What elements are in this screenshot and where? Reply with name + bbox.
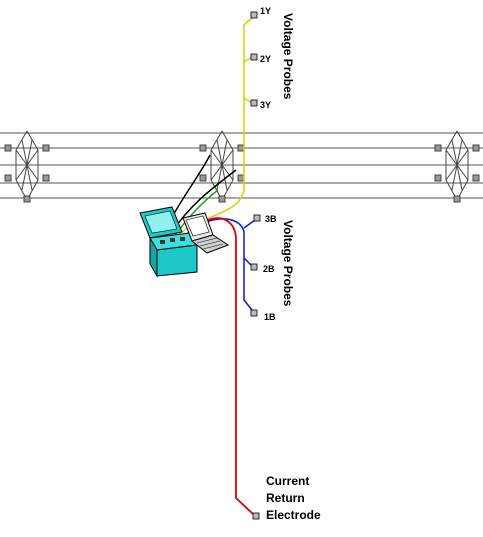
laptop: [182, 212, 230, 254]
yellow-lead: [177, 17, 253, 236]
current-label-line1: Current: [266, 474, 309, 488]
probe-2b-label: 2B: [263, 264, 275, 274]
probe-3b-label: 3B: [265, 214, 277, 224]
blue-probe-3b: 3B: [253, 214, 277, 224]
current-label-line3: Electrode: [266, 508, 321, 522]
conductor-rails: [0, 132, 483, 199]
tower-right: [434, 130, 480, 203]
blue-probe-2b: 2B: [250, 263, 275, 274]
yellow-probe-1y: 1Y: [250, 6, 271, 19]
electrode-icon: [252, 512, 260, 520]
probe-1b-label: 1B: [264, 312, 276, 322]
blue-probe-1b: 1B: [250, 309, 276, 322]
probe-1y-icon: [250, 11, 258, 19]
probe-2y-icon: [250, 53, 258, 61]
current-return-electrode: Current Return Electrode: [252, 474, 321, 522]
blue-voltage-probes-label: Voltage Probes: [281, 220, 295, 307]
yellow-probe-2y: 2Y: [250, 53, 271, 64]
tower-left: [4, 130, 50, 203]
probe-3y-icon: [250, 99, 258, 107]
probe-2y-label: 2Y: [260, 54, 271, 64]
current-label-line2: Return: [266, 491, 305, 505]
probe-3y-label: 3Y: [260, 100, 271, 110]
probe-3b-icon: [253, 214, 261, 222]
yellow-probe-3y: 3Y: [250, 99, 271, 110]
tower-center: [199, 130, 245, 203]
probe-1y-label: 1Y: [260, 6, 271, 16]
probe-2b-icon: [250, 263, 258, 271]
test-instrument: [139, 206, 198, 278]
probe-1b-icon: [250, 309, 258, 317]
yellow-voltage-probes-label: Voltage Probes: [281, 13, 295, 100]
